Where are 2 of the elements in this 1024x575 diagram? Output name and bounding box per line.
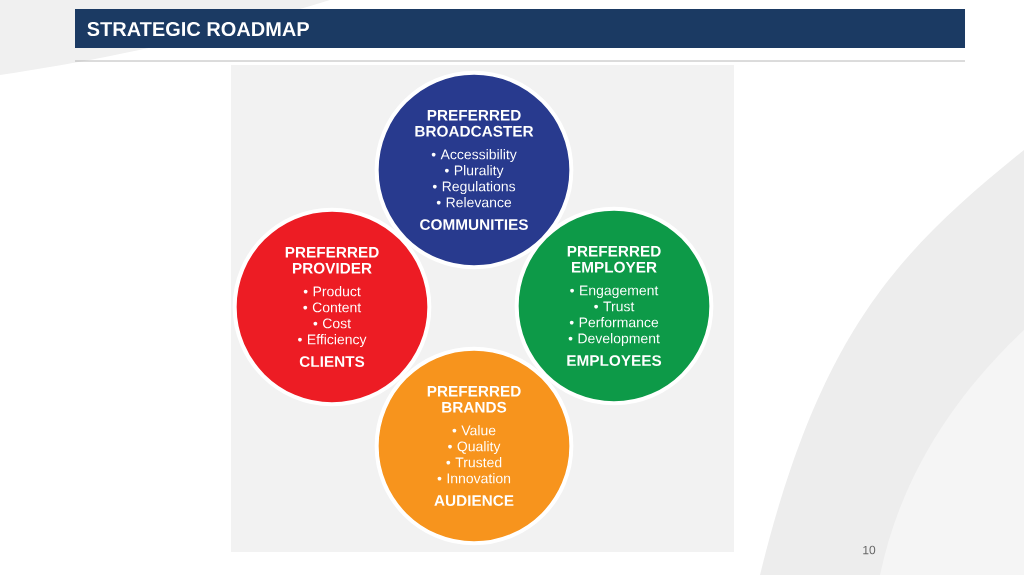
page-number: 10 — [863, 545, 876, 555]
title-bar: STRATEGIC ROADMAP — [75, 9, 965, 48]
